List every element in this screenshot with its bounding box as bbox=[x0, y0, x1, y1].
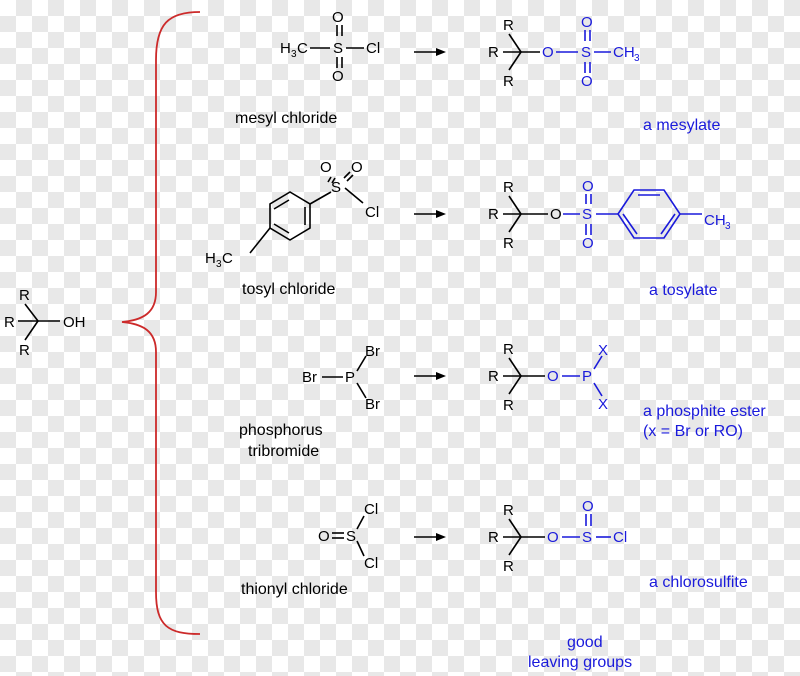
alcohol-structure: R R R OH bbox=[4, 287, 86, 359]
phosphite-o: O bbox=[547, 368, 559, 385]
pbr3-p: P bbox=[345, 369, 355, 386]
chlorosulfite-r-left: R bbox=[488, 529, 499, 546]
reaction-arrow-3 bbox=[414, 372, 446, 380]
tosylate-r-left: R bbox=[488, 206, 499, 223]
mesylate-label: a mesylate bbox=[643, 117, 720, 134]
tosylate-sub3: 3 bbox=[725, 221, 731, 232]
tosylate-structure: R R R O S O O CH 3 bbox=[488, 178, 731, 252]
mesyl-h: H bbox=[280, 40, 291, 57]
thionyl-s: S bbox=[346, 528, 356, 545]
tosyl-chloride-structure: S O O Cl H 3 C bbox=[205, 159, 379, 270]
tosylate-ch: CH bbox=[704, 212, 726, 229]
phosphite-r-bottom: R bbox=[503, 397, 514, 414]
pbr3-br-left: Br bbox=[302, 369, 317, 386]
mesylate-o-bottom: O bbox=[581, 73, 593, 90]
chlorosulfite-r-bottom: R bbox=[503, 558, 514, 575]
curly-brace bbox=[121, 11, 201, 635]
tosylate-s: S bbox=[582, 206, 592, 223]
phosphite-r-left: R bbox=[488, 368, 499, 385]
mesylate-s: S bbox=[581, 44, 591, 61]
thionyl-o: O bbox=[318, 528, 330, 545]
tosylate-r-bottom: R bbox=[503, 235, 514, 252]
alcohol-r-bottom: R bbox=[19, 342, 30, 359]
chlorosulfite-o: O bbox=[547, 529, 559, 546]
tosyl-sub3: 3 bbox=[216, 259, 222, 270]
tosylate-r-top: R bbox=[503, 179, 514, 196]
mesyl-c: C bbox=[297, 40, 308, 57]
footer-line2: leaving groups bbox=[528, 654, 632, 671]
tosylate-o-top: O bbox=[582, 178, 594, 195]
mesylate-r-top: R bbox=[503, 17, 514, 34]
tosyl-o-1: O bbox=[320, 159, 332, 176]
mesylate-sub3: 3 bbox=[634, 53, 640, 64]
reaction-arrow-4 bbox=[414, 533, 446, 541]
tosylate-o-bottom: O bbox=[582, 235, 594, 252]
phosphite-label-line2: (x = Br or RO) bbox=[643, 423, 743, 440]
mesylate-r-left: R bbox=[488, 44, 499, 61]
pbr3-br-top: Br bbox=[365, 343, 380, 360]
reaction-arrow-2 bbox=[414, 210, 446, 218]
phosphite-x-bottom: X bbox=[598, 396, 608, 413]
mesyl-o-top: O bbox=[332, 9, 344, 26]
mesylate-o: O bbox=[542, 44, 554, 61]
mesyl-cl: Cl bbox=[366, 40, 380, 57]
phosphite-p: P bbox=[582, 368, 592, 385]
mesyl-sub3: 3 bbox=[291, 49, 297, 60]
mesylate-o-top: O bbox=[581, 14, 593, 31]
chlorosulfite-o-top: O bbox=[582, 498, 594, 515]
phosphite-r-top: R bbox=[503, 341, 514, 358]
thionyl-cl-bottom: Cl bbox=[364, 555, 378, 572]
thionyl-chloride-structure: O S Cl Cl bbox=[318, 501, 378, 572]
alcohol-r-left: R bbox=[4, 314, 15, 331]
chlorosulfite-s: S bbox=[582, 529, 592, 546]
chlorosulfite-r-top: R bbox=[503, 502, 514, 519]
tosyl-s: S bbox=[331, 179, 341, 196]
mesylate-structure: R R R O S O O CH 3 bbox=[488, 14, 640, 90]
tosylate-o: O bbox=[550, 206, 562, 223]
alcohol-r-top: R bbox=[19, 287, 30, 304]
pbr3-br-bottom: Br bbox=[365, 396, 380, 413]
tosylate-label: a tosylate bbox=[649, 282, 718, 299]
tosyl-c: C bbox=[222, 250, 233, 267]
tosyl-h: H bbox=[205, 250, 216, 267]
mesylate-r-bottom: R bbox=[503, 73, 514, 90]
phosphite-label-line1: a phosphite ester bbox=[643, 403, 766, 420]
reaction-arrow-1 bbox=[414, 48, 446, 56]
thionyl-cl-top: Cl bbox=[364, 501, 378, 518]
chlorosulfite-cl: Cl bbox=[613, 529, 627, 546]
mesylate-ch: CH bbox=[613, 44, 635, 61]
phosphorus-label-line2: tribromide bbox=[248, 443, 319, 460]
thionyl-chloride-label: thionyl chloride bbox=[241, 581, 348, 598]
phosphite-x-top: X bbox=[598, 342, 608, 359]
chlorosulfite-structure: R R R O S O Cl bbox=[488, 498, 627, 575]
tosyl-o-2: O bbox=[351, 159, 363, 176]
chlorosulfite-label: a chlorosulfite bbox=[649, 574, 748, 591]
alcohol-oh: OH bbox=[63, 314, 86, 331]
mesyl-s: S bbox=[333, 40, 343, 57]
phosphite-ester-structure: R R R O P X X bbox=[488, 341, 608, 414]
tosyl-chloride-label: tosyl chloride bbox=[242, 281, 335, 298]
phosphorus-tribromide-structure: Br P Br Br bbox=[302, 343, 380, 413]
mesyl-chloride-label: mesyl chloride bbox=[235, 110, 337, 127]
footer-line1: good bbox=[567, 634, 603, 651]
phosphorus-label-line1: phosphorus bbox=[239, 422, 323, 439]
mesyl-chloride-structure: H 3 C S O O Cl bbox=[280, 9, 380, 85]
tosyl-cl: Cl bbox=[365, 204, 379, 221]
mesyl-o-bottom: O bbox=[332, 68, 344, 85]
